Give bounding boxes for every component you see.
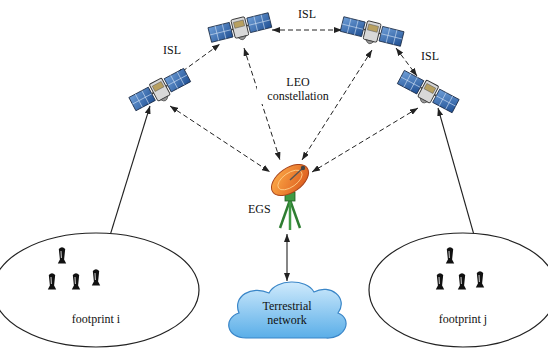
feeder-link (170, 106, 270, 172)
footprint-region-shape (0, 232, 200, 348)
user-terminal (458, 273, 466, 289)
isl-link (272, 30, 342, 31)
constellation-label: LEO constellation (257, 76, 339, 104)
footprint-region: footprint j (368, 232, 548, 348)
link-label: ISL (419, 50, 441, 64)
satellite (395, 69, 460, 118)
network-label: Terrestrial network (244, 299, 330, 328)
feeder-link (302, 50, 372, 160)
link-label: ISL (161, 44, 183, 58)
region-label: footprint j (368, 312, 548, 326)
footprint-region: footprint i (0, 232, 200, 348)
feeder-links (170, 48, 418, 172)
user-link (108, 106, 150, 242)
cloud-outline (229, 282, 346, 338)
user-terminal (48, 273, 56, 289)
user-links (108, 106, 476, 242)
user-terminal (58, 247, 66, 263)
user-terminal (72, 273, 80, 289)
footprint-region-shape (368, 232, 548, 348)
footprint-outline (0, 233, 199, 347)
dish-antenna (266, 158, 314, 230)
link-label: ISL (296, 8, 318, 22)
user-terminal (92, 269, 100, 285)
ground-station: EGS (240, 160, 325, 232)
user-terminal (436, 273, 444, 289)
satellite (339, 15, 404, 51)
feeder-link (312, 108, 418, 172)
feeder-link (244, 48, 280, 160)
region-label: footprint i (0, 312, 200, 326)
user-link (438, 108, 476, 242)
footprint-outline (369, 233, 548, 347)
user-terminal (446, 247, 454, 263)
satellite (208, 11, 273, 47)
satellite (128, 67, 193, 116)
station-label: EGS (248, 202, 271, 216)
user-terminal (476, 271, 484, 287)
ground-station-shape (240, 160, 325, 232)
cloud-network: Terrestrial network (222, 276, 352, 344)
bidirectional-link (286, 234, 287, 281)
